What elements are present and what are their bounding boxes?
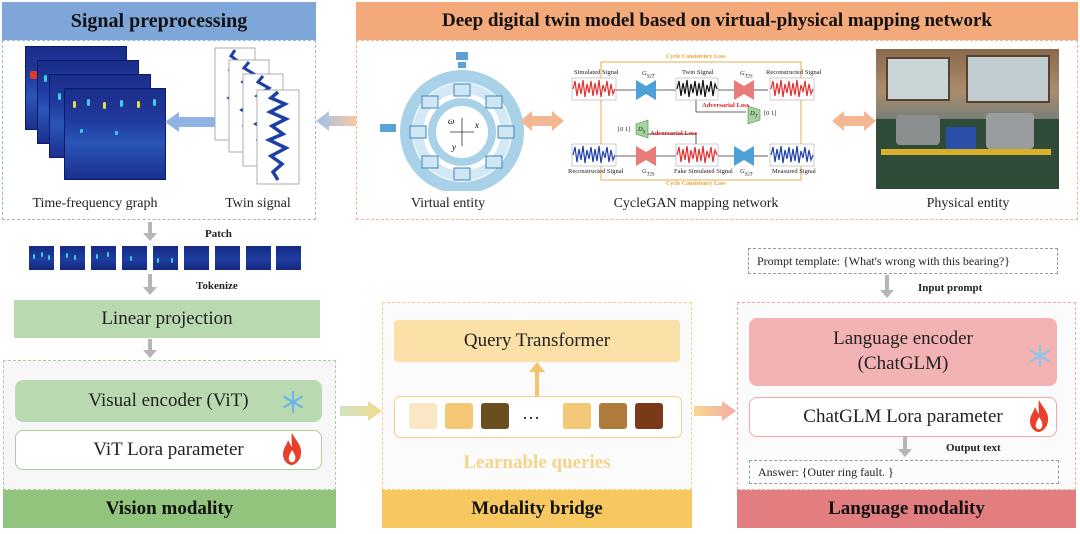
arrow-down-vision xyxy=(143,339,157,358)
physical-entity-label: Physical entity xyxy=(926,196,1010,211)
learnable-queries-label: Learnable queries xyxy=(463,452,611,473)
cycle-loss-top: Cycle Consistency Loss xyxy=(666,54,726,60)
learnable-queries-container xyxy=(394,396,682,438)
query-token-3 xyxy=(481,403,509,429)
arrow-vision-to-bridge xyxy=(340,401,382,421)
range-right: [0 1] xyxy=(764,110,777,117)
query-transformer-label: Query Transformer xyxy=(463,330,611,351)
query-ellipsis: … xyxy=(522,403,540,423)
chatglm-lora-box: ChatGLM Lora parameter xyxy=(749,397,1057,437)
answer-text: Answer: {Outer ring fault. } xyxy=(758,464,894,479)
virtual-bearing-model: ω x y xyxy=(380,52,524,191)
twin-signal-cg-label: Twin Signal xyxy=(682,69,714,76)
measured-signal-label: Measured Signal xyxy=(772,168,816,175)
modality-bridge-footer: Modality bridge xyxy=(382,490,692,528)
output-text-label: Output text xyxy=(946,442,1001,454)
signal-preprocessing-header: Signal preprocessing xyxy=(2,2,316,40)
double-arrow-virtual-cyclegan xyxy=(520,111,564,131)
language-encoder-line1: Language encoder xyxy=(833,328,973,350)
query-token-4 xyxy=(563,403,591,429)
prompt-template-text: Prompt template: {What's wrong with this… xyxy=(757,253,1010,268)
vit-lora-box: ViT Lora parameter xyxy=(15,430,322,470)
g-s2t-label: GS2T xyxy=(642,70,655,80)
twin-signal-label: Twin signal xyxy=(225,196,291,211)
reconstructed-top-label: Reconstructed Signal xyxy=(766,69,822,76)
vit-lora-label: ViT Lora parameter xyxy=(93,439,244,460)
double-arrow-cyclegan-physical xyxy=(832,111,876,131)
flame-icon xyxy=(1030,400,1049,432)
virtual-entity-label: Virtual entity xyxy=(410,196,486,211)
snowflake-icon xyxy=(1030,344,1050,368)
flame-icon xyxy=(283,433,302,465)
arrow-down-patch xyxy=(143,222,157,241)
arrow-bridge-to-language xyxy=(694,401,736,421)
range-left: [0 1] xyxy=(618,126,631,133)
reconstructed-bottom-label: Reconstructed Signal xyxy=(568,168,624,175)
gradient-arrow-left xyxy=(316,111,356,131)
query-token-2 xyxy=(445,403,473,429)
tf-graph-label: Time-frequency graph xyxy=(32,196,158,211)
fake-simulated-label: Fake Simulated Signal xyxy=(674,168,733,175)
signal-preprocessing-panel xyxy=(2,40,316,220)
twin-signal-stack xyxy=(214,47,300,185)
cycle-loss-bottom: Cycle Consistency Loss xyxy=(666,181,726,187)
query-token-1 xyxy=(409,403,437,429)
language-encoder-line2: (ChatGLM) xyxy=(857,353,949,374)
vision-modality-footer: Vision modality xyxy=(3,490,336,528)
g-t2s-label: GT2S xyxy=(740,70,753,80)
digital-twin-header: Deep digital twin model based on virtual… xyxy=(356,2,1078,40)
svg-text:ω: ω xyxy=(448,116,454,126)
cyclegan-label: CycleGAN mapping network xyxy=(613,196,779,211)
visual-encoder-label: Visual encoder (ViT) xyxy=(88,390,249,411)
answer-box: Answer: {Outer ring fault. } xyxy=(749,460,1059,484)
linear-projection-box: Linear projection xyxy=(14,300,320,338)
g-s2t-bottom-label: GS2T xyxy=(740,168,753,178)
arrow-down-prompt xyxy=(880,275,894,298)
adversarial-loss-1: Adversarial Loss xyxy=(702,102,750,109)
query-token-6 xyxy=(635,403,663,429)
arrow-down-tokenize xyxy=(143,274,157,295)
d-t-label: DT xyxy=(750,110,758,120)
input-prompt-label: Input prompt xyxy=(918,282,983,294)
physical-entity-photo xyxy=(876,49,1059,189)
cyclegan-diagram: Cycle Consistency Loss Cycle Consistency… xyxy=(566,50,832,190)
arrow-down-output xyxy=(898,437,912,457)
svg-text:y: y xyxy=(451,142,456,152)
cyclegan-lines xyxy=(571,61,815,181)
spectrogram-4 xyxy=(64,88,166,180)
visual-encoder-box: Visual encoder (ViT) xyxy=(15,380,322,422)
query-transformer-box: Query Transformer xyxy=(394,320,680,362)
simulated-signal-label: Simulated Signal xyxy=(574,69,619,76)
digital-twin-panel xyxy=(356,40,1078,220)
patch-label: Patch xyxy=(205,228,232,240)
adversarial-loss-2: Adversarial Loss xyxy=(650,130,698,137)
svg-text:x: x xyxy=(474,120,479,130)
language-encoder-box: Language encoder (ChatGLM) xyxy=(749,318,1057,386)
query-token-5 xyxy=(599,403,627,429)
language-modality-footer: Language modality xyxy=(737,490,1076,528)
tokenize-label: Tokenize xyxy=(196,280,238,292)
blue-arrow-left xyxy=(165,112,215,132)
g-t2s-bottom-label: GT2S xyxy=(642,168,655,178)
chatglm-lora-label: ChatGLM Lora parameter xyxy=(803,406,1003,427)
arrow-up-query xyxy=(529,362,545,398)
prompt-template-box: Prompt template: {What's wrong with this… xyxy=(748,248,1058,274)
snowflake-icon xyxy=(283,390,303,414)
d-s-label: DS xyxy=(638,126,646,136)
